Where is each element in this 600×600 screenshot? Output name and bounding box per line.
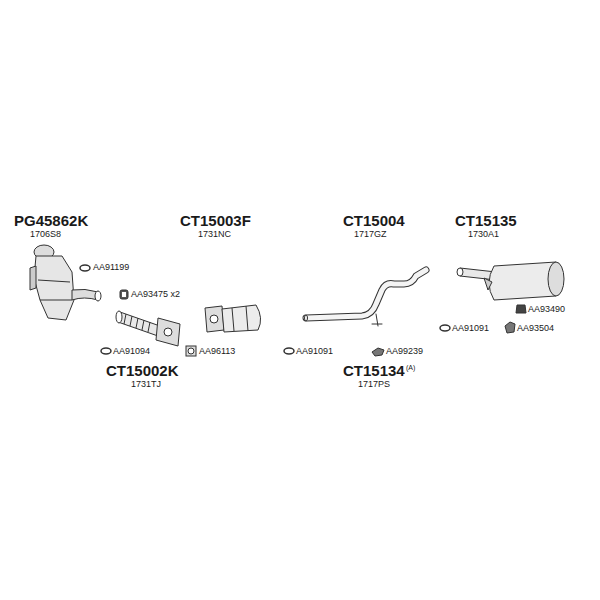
clamp-icon (80, 265, 90, 271)
clamp-icon (120, 290, 128, 299)
fitting-code: AA93490 (528, 305, 565, 315)
fitting-code: AA91091 (296, 347, 333, 357)
variant-mark: (A) (406, 364, 415, 372)
fitting-code: AA93475 x2 (131, 290, 180, 300)
fitting-code: AA91199 (93, 263, 129, 273)
fitting-code: AA96113 (199, 347, 235, 357)
bracket-icon (372, 348, 384, 356)
rubber-hanger-icon (516, 305, 526, 313)
clamp-icon (440, 325, 450, 331)
part-number: CT15004 (343, 213, 405, 230)
heat-shield-icon (505, 322, 515, 333)
catalytic-converter (30, 245, 101, 320)
fitting-code: AA99239 (386, 347, 423, 357)
fitting-code: AA93504 (517, 324, 554, 334)
part-number: CT15003F (180, 213, 251, 230)
part-number: CT15002K (106, 363, 179, 380)
particulate-filter (205, 305, 261, 332)
reference-code: 1730A1 (468, 230, 499, 240)
fitting-code: AA91094 (113, 347, 150, 357)
reference-code: 1731TJ (131, 380, 161, 390)
rear-muffler (457, 262, 564, 300)
reference-code: 1717PS (358, 380, 390, 390)
part-number: CT15135 (455, 213, 517, 230)
flex-pipe (116, 311, 180, 346)
reference-code: 1717GZ (354, 230, 387, 240)
fitting-code: AA91091 (452, 324, 489, 334)
reference-code: 1706S8 (30, 230, 61, 240)
part-number: PG45862K (14, 213, 88, 230)
middle-pipe (305, 270, 427, 326)
clamp-icon (101, 348, 111, 354)
clamp-icon (284, 348, 294, 354)
reference-code: 1731NC (198, 230, 231, 240)
gasket-icon (186, 346, 196, 356)
part-number: CT15134 (343, 363, 405, 380)
